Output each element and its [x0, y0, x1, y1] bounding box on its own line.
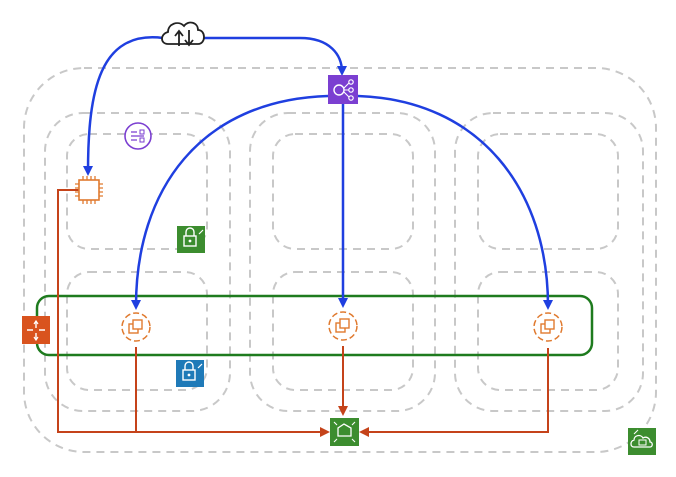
- internet-to-bastion-line: [83, 36, 164, 176]
- lb-to-instance3-line: [357, 94, 553, 310]
- target-group: [35, 294, 594, 357]
- instance3-to-efs-line: [359, 348, 549, 437]
- private-subnet-lock-icon: [177, 226, 205, 253]
- public-subnet-3: [477, 133, 619, 250]
- ec2-instance-icon[interactable]: [75, 176, 103, 204]
- public-subnet-lock-icon: [176, 360, 204, 387]
- nat-gateway-icon: [124, 122, 152, 150]
- lb-to-instance1-line: [131, 94, 329, 310]
- internet-to-lb-line: [203, 36, 347, 76]
- file-system-icon[interactable]: [330, 418, 359, 446]
- internet-cloud-icon: [161, 21, 205, 47]
- load-balancer-icon[interactable]: [328, 75, 358, 104]
- router-icon[interactable]: [22, 316, 50, 344]
- auto-scaling-instance-icon[interactable]: [328, 311, 358, 341]
- auto-scaling-instance-icon[interactable]: [533, 312, 563, 342]
- vpc-boundary: [23, 67, 657, 453]
- auto-scaling-instance-icon[interactable]: [121, 312, 151, 342]
- bastion-to-efs-line: [57, 189, 330, 437]
- availability-zone-1: [44, 112, 231, 412]
- vpc-cloud-lock-icon: [628, 428, 656, 455]
